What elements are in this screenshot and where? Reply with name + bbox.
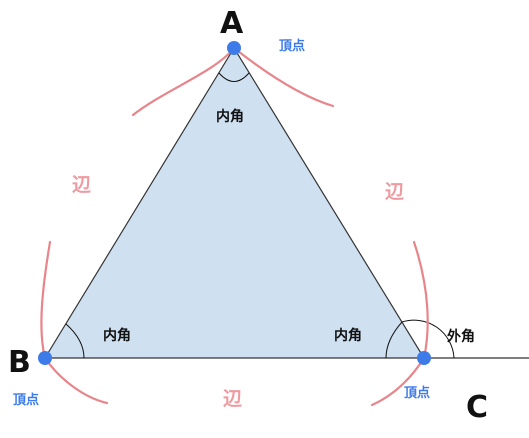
side-label-right: 辺 <box>385 181 404 203</box>
side-label-left: 辺 <box>72 174 91 196</box>
vertex-label-c: 頂点 <box>404 385 430 401</box>
exterior-angle-arc <box>401 319 455 359</box>
vertex-label-a: 頂点 <box>279 38 305 54</box>
interior-angle-label-b: 内角 <box>103 327 131 344</box>
interior-angle-arc-b <box>65 323 85 359</box>
vertex-dot-b <box>38 351 52 365</box>
vertex-dot-a <box>227 41 241 55</box>
interior-angle-label-c: 内角 <box>334 327 362 344</box>
vertex-letter-b: B <box>8 345 31 380</box>
interior-angle-label-a: 内角 <box>216 108 244 125</box>
interior-angle-arc-a <box>218 72 250 82</box>
bracket-left-side <box>131 46 236 117</box>
vertex-letter-a: A <box>220 6 244 41</box>
vertex-dot-c <box>417 351 431 365</box>
extension-letter-c: C <box>466 390 488 425</box>
exterior-angle-label: 外角 <box>447 328 475 345</box>
triangle <box>43 46 426 359</box>
side-label-bottom: 辺 <box>223 388 242 410</box>
bracket-right-side <box>232 46 335 108</box>
vertex-label-b: 頂点 <box>13 392 39 408</box>
interior-angle-arc-c <box>385 321 403 359</box>
